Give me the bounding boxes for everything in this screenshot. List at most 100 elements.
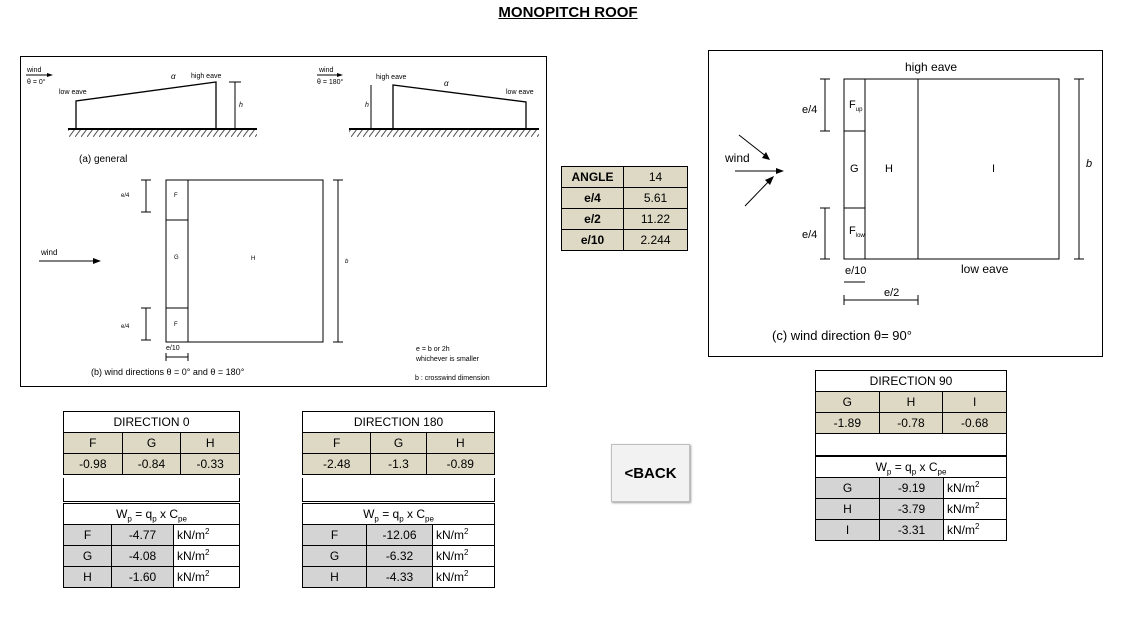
note-b: b : crosswind dimension [415, 375, 490, 382]
direction-90-cpe-row: -1.89 -0.78 -0.68 [815, 412, 1007, 434]
pressure-value: -12.06 [366, 524, 433, 546]
pressure-value: -9.19 [879, 477, 944, 499]
direction-0-title-row: DIRECTION 0 [63, 411, 240, 433]
unit-label: kN/m2 [173, 566, 240, 588]
cpe-value: -2.48 [301, 453, 372, 475]
wind-arrow-1-icon [762, 152, 770, 160]
figure-general-directions-0-180: wind θ = 0° low eave α high eave h (a) g… [20, 56, 547, 387]
roof-outline-180 [392, 84, 527, 128]
zone-header: F [63, 432, 123, 454]
direction-90-header-row: G H I [815, 391, 1007, 413]
e4-top-label-90: e/4 [802, 104, 817, 116]
low-eave-label-90: low eave [961, 262, 1009, 276]
pressure-value: -3.31 [879, 519, 944, 541]
wind-label-90: wind [724, 151, 750, 165]
formula-cell: Wp = qp x Cpe [815, 456, 1007, 478]
ground-hatch-180 [349, 130, 539, 137]
unit-label: kN/m2 [432, 545, 495, 567]
unit-label: kN/m2 [173, 524, 240, 546]
formula-row: Wp = qp x Cpe [815, 456, 1007, 478]
wind-label-plan: wind [40, 248, 57, 257]
caption-b: (b) wind directions θ = 0° and θ = 180° [91, 367, 245, 377]
direction-180-header-row: F G H [301, 432, 496, 454]
formula-row: Wp = qp x Cpe [63, 503, 240, 525]
zone-label: F [63, 524, 112, 546]
e2-label-90: e/2 [884, 287, 899, 299]
unit-label: kN/m2 [432, 524, 495, 546]
e10-label-90: e/10 [845, 265, 866, 277]
pressure-value: -4.33 [366, 566, 433, 588]
pressure-value: -6.32 [366, 545, 433, 567]
back-button[interactable]: <BACK [611, 444, 690, 502]
zone-label: H [63, 566, 112, 588]
direction-180-title-row: DIRECTION 180 [302, 411, 495, 433]
formula-row: Wp = qp x Cpe [302, 503, 495, 525]
param-label: e/10 [561, 229, 624, 251]
param-value: 11.22 [623, 208, 688, 230]
e4-bottom-label-90: e/4 [802, 229, 817, 241]
zone-h-label-90: H [885, 163, 893, 175]
zone-g-label: G [174, 255, 179, 261]
cpe-value: -0.78 [878, 412, 944, 434]
cpe-value: -0.84 [121, 453, 182, 475]
direction-90-blank-row [815, 433, 1007, 456]
unit-label: kN/m2 [943, 519, 1007, 541]
param-value: 14 [623, 166, 688, 188]
high-eave-label-90: high eave [905, 60, 957, 74]
wind-line-1 [738, 134, 768, 158]
zone-header: H [425, 432, 496, 454]
zone-label: H [302, 566, 367, 588]
b-label-90: b [1086, 158, 1092, 170]
high-eave-label-180: high eave [376, 74, 406, 81]
zone-header: G [121, 432, 182, 454]
zone-header: G [370, 432, 427, 454]
param-label: ANGLE [561, 166, 624, 188]
note-whichever: whichever is smaller [415, 356, 480, 363]
cpe-value: -0.98 [63, 453, 123, 475]
e4-top-label: e/4 [121, 193, 130, 199]
direction-180-cpe-row: -2.48 -1.3 -0.89 [301, 453, 496, 475]
theta-0-label: θ = 0° [27, 78, 46, 86]
page-title: MONOPITCH ROOF [0, 4, 1136, 21]
direction-0-blank-row [63, 478, 240, 502]
roof-plan-outline [843, 78, 1060, 260]
pressure-value: -4.08 [111, 545, 174, 567]
note-e: e = b or 2h [416, 346, 450, 353]
e4-bottom-label: e/4 [121, 324, 130, 330]
formula-cell: Wp = qp x Cpe [63, 503, 240, 525]
direction-90-title-row: DIRECTION 90 [815, 370, 1007, 392]
unit-label: kN/m2 [943, 498, 1007, 520]
figure-right-drawing: high eave Fup G Flow H I low eave e/4 e/… [724, 60, 1092, 343]
direction-90-title: DIRECTION 90 [815, 370, 1007, 392]
zone-h-area [187, 179, 324, 343]
wind-label: wind [26, 67, 42, 74]
zone-label: I [815, 519, 880, 541]
zone-fup-label: Fup [849, 99, 863, 113]
figure-direction-90: high eave Fup G Flow H I low eave e/4 e/… [708, 50, 1103, 357]
high-eave-label: high eave [191, 73, 221, 80]
h-label-180: h [365, 102, 369, 109]
zone-h-label: H [251, 256, 255, 262]
theta-180-label: θ = 180° [317, 78, 344, 86]
pressure-value: -4.77 [111, 524, 174, 546]
zone-label: G [815, 477, 880, 499]
direction-0-title: DIRECTION 0 [63, 411, 240, 433]
direction-0-table: DIRECTION 0 F G H -0.98 -0.84 -0.33 [63, 411, 240, 475]
alpha-label-180: α [444, 79, 449, 88]
zone-f-bottom-label: F [174, 322, 178, 328]
alpha-label: α [171, 72, 176, 81]
pressure-value: -1.60 [111, 566, 174, 588]
cpe-value: -0.68 [942, 412, 1007, 434]
